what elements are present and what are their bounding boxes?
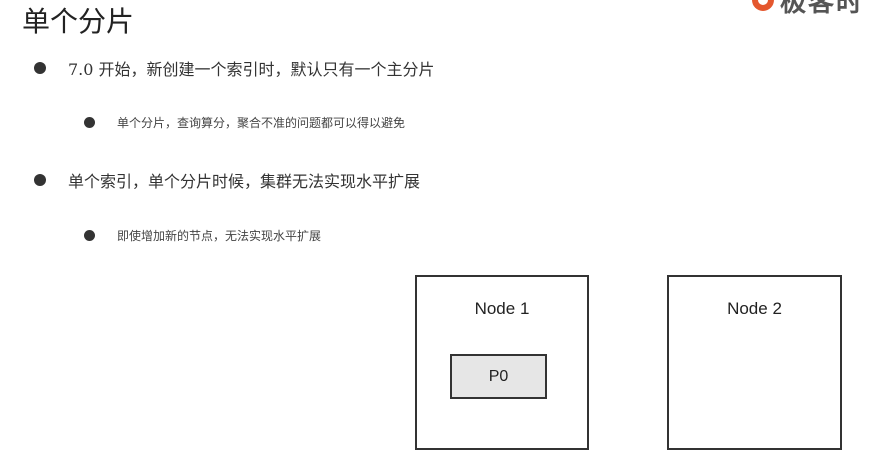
logo-text: 极客时 (780, 0, 865, 18)
node-box-1: Node 1 P0 (415, 275, 589, 450)
bullet-dot-icon (84, 117, 95, 128)
bullet-text: 单个索引，单个分片时候，集群无法实现水平扩展 (68, 172, 421, 191)
node-label: Node 2 (727, 299, 782, 318)
node-box-2: Node 2 (667, 275, 842, 450)
brand-logo: 极客时 (752, 0, 864, 18)
bullet-item: 单个索引，单个分片时候，集群无法实现水平扩展 (34, 168, 420, 192)
logo-icon (752, 0, 774, 11)
bullet-text: 即使增加新的节点，无法实现水平扩展 (117, 229, 322, 243)
bullet-dot-icon (34, 174, 46, 186)
bullet-text: 7.0 开始，新创建一个索引时，默认只有一个主分片 (68, 60, 435, 79)
bullet-item: 7.0 开始，新创建一个索引时，默认只有一个主分片 (34, 56, 435, 80)
sub-bullet-item: 即使增加新的节点，无法实现水平扩展 (84, 227, 321, 244)
node-label: Node 1 (474, 299, 530, 318)
bullet-dot-icon (34, 62, 46, 74)
sub-bullet-item: 单个分片，查询算分，聚合不准的问题都可以得以避免 (84, 114, 405, 131)
bullet-dot-icon (84, 230, 95, 241)
bullet-text: 单个分片，查询算分，聚合不准的问题都可以得以避免 (117, 116, 406, 130)
shard-box: P0 (450, 354, 547, 399)
slide-title: 单个分片 (22, 5, 135, 38)
